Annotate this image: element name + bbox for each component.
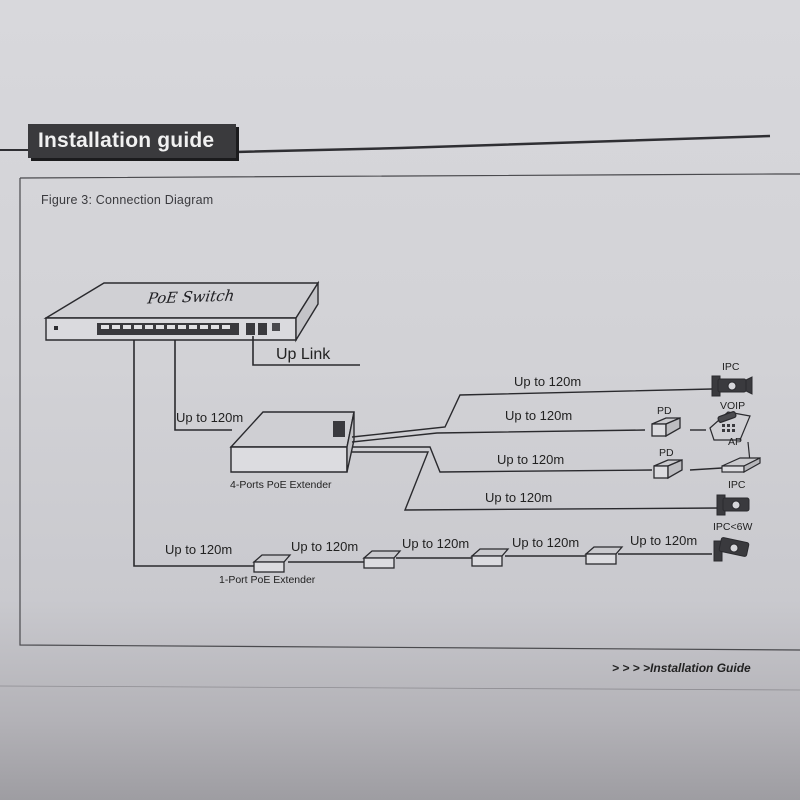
figure-frame-left-bottom [19,178,800,651]
ipc-camera-6w-icon [713,537,750,562]
pd1-label: PD [657,405,672,417]
switch-ports [54,323,280,335]
figure-frame-top [19,173,800,179]
switch-label: PoE Switch [146,286,236,308]
extender4-label: 4-Ports PoE Extender [230,479,332,491]
extender4-branches [351,388,721,511]
switch-to-chain-cable [133,340,256,567]
chain-link-1: Up to 120m [165,542,233,557]
chain-link-2: Up to 120m [291,539,359,554]
uplink-cable [252,336,360,366]
page-bottom-edge [0,685,800,691]
chain-cables [288,553,712,563]
pd-module-2 [653,459,683,480]
link-switch-extender4: Up to 120m [176,410,244,425]
ipc-top-label: IPC [722,361,740,373]
extender4-device [229,411,355,473]
extender1-device-3 [470,548,510,567]
header-rule-right [235,134,771,154]
poe-switch [43,280,320,343]
ipc-camera-top-icon [711,375,753,397]
link-ap: Up to 120m [497,452,565,467]
chain-link-3: Up to 120m [402,536,470,551]
chain-link-5: Up to 120m [630,533,698,548]
pd-module-1 [651,417,681,438]
chain-link-4: Up to 120m [512,535,580,550]
extender1-device-4 [584,546,624,565]
ipc-camera-bottom-icon [716,494,750,516]
footer-guide-label: > > > >Installation Guide [612,661,751,675]
ap-label: AP [728,436,743,448]
pd2-label: PD [659,447,674,459]
link-ipc-top: Up to 120m [514,374,582,389]
extender1-device-2 [362,550,402,569]
link-ipc-bottom: Up to 120m [485,490,553,505]
access-point-icon [721,441,761,474]
ipc-6w-label: IPC<6W [713,521,753,533]
figure-caption: Figure 3: Connection Diagram [41,193,214,207]
voip-phone-icon [709,411,751,441]
voip-label: VOIP [720,400,746,412]
section-header: Installation guide [28,124,236,158]
switch-side-face [295,280,319,343]
extender1-label: 1-Port PoE Extender [219,574,316,586]
ipc-bottom-label: IPC [728,479,746,491]
link-voip: Up to 120m [505,408,573,423]
switch-to-extender4-cable [174,340,232,431]
extender1-device-1 [252,554,292,573]
pd2-to-ap-cable [689,467,723,471]
uplink-label: Up Link [276,346,331,363]
